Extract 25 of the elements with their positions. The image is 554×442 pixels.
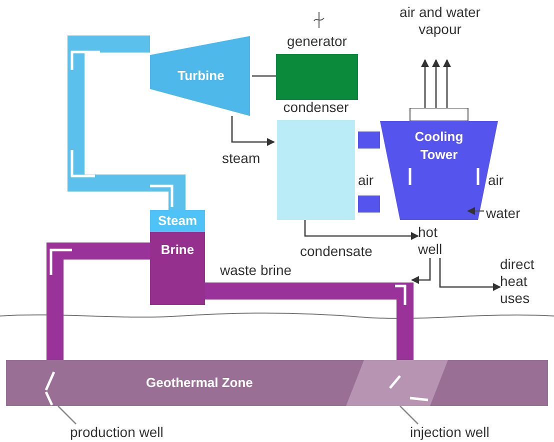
leader-line (400, 406, 418, 424)
pipe (358, 132, 380, 148)
leader-line (58, 406, 76, 424)
arrow (439, 258, 501, 291)
arrow (443, 59, 451, 108)
text-label: production well (70, 424, 200, 442)
text-label: air (488, 172, 504, 189)
pipe (46, 242, 150, 360)
arrow (304, 220, 419, 240)
text-label: water (486, 205, 520, 222)
turbine: Turbine (150, 36, 252, 116)
brine-chamber: Brine (150, 232, 205, 305)
arrow (411, 258, 431, 284)
arrow (231, 116, 275, 146)
arrow (421, 59, 429, 108)
steam-chamber: Steam (150, 210, 205, 232)
pipe (358, 196, 380, 212)
geothermal-zone: Geothermal Zone (6, 360, 548, 406)
pipe (205, 282, 414, 360)
arrow (432, 59, 440, 108)
text-label: hot well (418, 224, 458, 258)
pipe (68, 36, 186, 210)
text-label: direct heat uses (500, 256, 552, 306)
text-label: injection well (410, 424, 530, 442)
text-label: air and water vapour (398, 4, 482, 60)
